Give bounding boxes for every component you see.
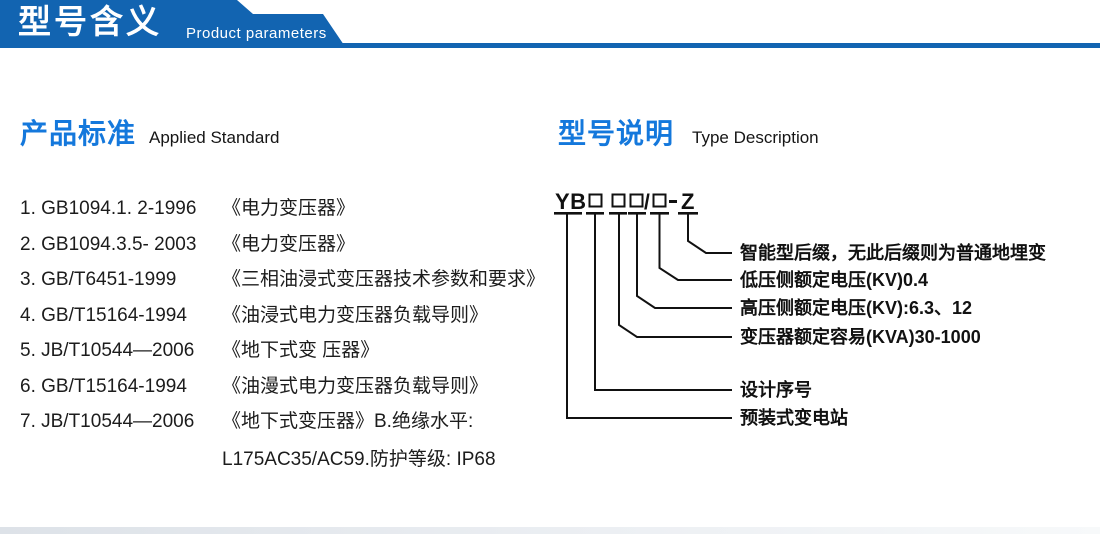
leader-line-lv-voltage — [658, 214, 732, 281]
standard-title: 《油浸式电力变压器负载导则》 — [222, 305, 489, 326]
section-title-zh: 型号说明 — [558, 118, 675, 149]
diagram-label-design-number: 设计序号 — [740, 379, 812, 400]
standard-row: 4. GB/T15164-1994 《油浸式电力变压器负载导则》 — [20, 304, 488, 328]
standard-row: 2. GB1094.3.5- 2003 《电力变压器》 — [20, 233, 355, 257]
diagram-label-substation: 预装式变电站 — [740, 407, 848, 428]
leader-line-smart-suffix — [687, 214, 732, 254]
standard-code: 3. GB/T6451-1999 — [20, 269, 177, 290]
standard-row: 5. JB/T10544—2006 《地下式变 压器》 — [20, 339, 379, 363]
standard-row: 3. GB/T6451-1999 《三相油浸式变压器技术参数和要求》 — [20, 268, 545, 292]
code-box-capacity — [611, 193, 626, 208]
leader-line-design-number — [594, 214, 732, 391]
bottom-decorative-strip — [0, 527, 1100, 534]
standard-code: 6. GB/T15164-1994 — [20, 376, 187, 397]
page-subtitle: Product parameters — [186, 25, 327, 42]
leader-line-capacity — [618, 214, 732, 338]
code-dash — [669, 200, 677, 203]
leader-lines — [566, 214, 732, 419]
standard-code: 5. JB/T10544—2006 — [20, 340, 195, 361]
diagram-label-capacity: 变压器额定容易(KVA)30-1000 — [740, 326, 981, 347]
standard-row: 7. JB/T10544—2006 《地下式变压器》B.绝缘水平: — [20, 410, 473, 434]
leader-line-hv-voltage — [636, 214, 732, 309]
section-title-zh: 产品标准 — [20, 118, 137, 149]
header-ribbon-line — [339, 43, 1100, 48]
standard-code: 4. GB/T15164-1994 — [20, 305, 187, 326]
standard-code: 7. JB/T10544—2006 — [20, 411, 195, 432]
code-box-lv — [652, 193, 667, 208]
section-title-en: Applied Standard — [149, 128, 280, 147]
page-title: 型号含义 — [18, 3, 162, 40]
standard-title: 《三相油浸式变压器技术参数和要求》 — [222, 269, 546, 290]
header-banner-shape — [0, 0, 1100, 48]
standard-title: 《地下式变压器》B.绝缘水平: — [222, 411, 474, 432]
code-underlines — [554, 212, 698, 215]
model-code-diagram: YB / Z 智能型后缀，无此后缀则为普通地埋变 低压侧额定电压(KV)0 — [554, 189, 1046, 428]
standard-code: 2. GB1094.3.5- 2003 — [20, 234, 197, 255]
section-title-en: Type Description — [692, 128, 819, 147]
standard-title: 《电力变压器》 — [222, 198, 356, 219]
diagram-label-hv-voltage: 高压侧额定电压(KV):6.3、12 — [740, 297, 972, 318]
standard-row: 1. GB1094.1. 2-1996 《电力变压器》 — [20, 197, 355, 221]
leader-line-substation — [566, 214, 732, 419]
model-code-prefix: YB — [555, 189, 587, 214]
model-code-suffix: Z — [681, 189, 694, 214]
diagram-label-lv-voltage: 低压侧额定电压(KV)0.4 — [739, 269, 928, 290]
section-title-type-description: 型号说明 Type Description — [558, 112, 819, 152]
header-ribbon-main — [0, 0, 346, 48]
diagram-label-smart-suffix: 智能型后缀，无此后缀则为普通地埋变 — [740, 242, 1046, 263]
standard-title: 《油漫式电力变压器负载导则》 — [222, 376, 489, 397]
standard-row-continuation: L175AC35/AC59.防护等级: IP68 — [222, 449, 496, 470]
code-box-hv — [629, 193, 644, 208]
standard-row: 6. GB/T15164-1994 《油漫式电力变压器负载导则》 — [20, 375, 488, 399]
code-box-design — [588, 193, 603, 208]
section-title-applied-standard: 产品标准 Applied Standard — [20, 112, 279, 152]
standard-title: 《地下式变 压器》 — [222, 340, 380, 361]
model-code-slash: / — [644, 191, 650, 214]
standard-title: 《电力变压器》 — [222, 234, 356, 255]
standard-code: 1. GB1094.1. 2-1996 — [20, 198, 197, 219]
